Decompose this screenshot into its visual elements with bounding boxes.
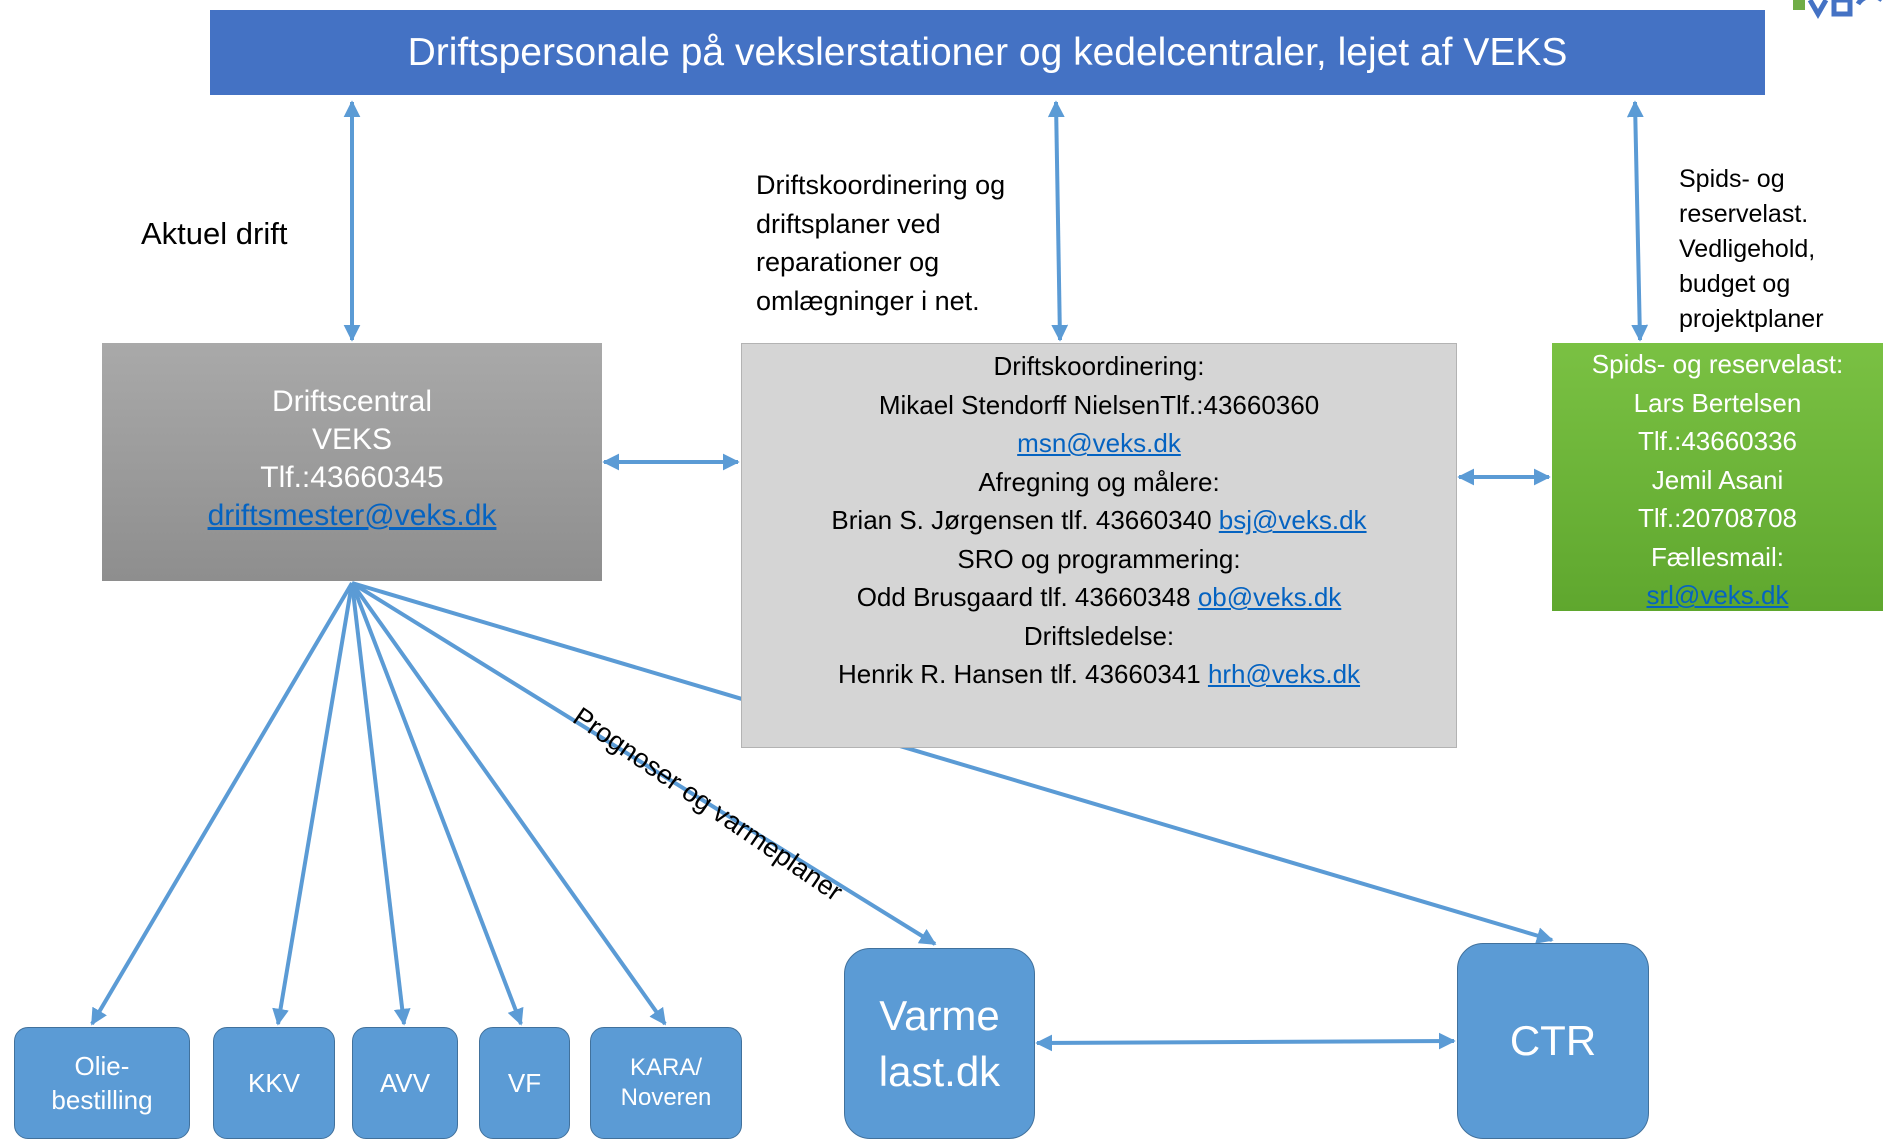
node-label: last.dk [878,1047,1001,1095]
node-label: Varme [879,991,1000,1039]
label-line: reparationer og [756,247,940,277]
spids-name: Lars Bertelsen [1633,387,1802,418]
node-label: KARA/ [629,1054,703,1081]
label-aktuel-drift: Aktuel drift [141,216,288,251]
spids-reservelast-box: Spids- og reservelast: Lars Bertelsen Tl… [1552,343,1883,611]
koord-person: Mikael Stendorff NielsenTlf.:43660360 [878,389,1320,420]
label-line: driftsplaner ved [756,208,941,239]
arrow-to-ctr [351,581,1554,944]
title-text: Driftspersonale på vekslerstationer og k… [407,30,1568,74]
arrow-to-kkv [272,582,354,1026]
spids-phone: Tlf.:43660336 [1637,426,1797,456]
arrow-banner-koordination [1047,100,1069,342]
spids-email-link[interactable]: srl@veks.dk [1646,580,1789,610]
node-label: VF [507,1067,542,1098]
koord-person: Odd Brusgaard tlf. 43660348 [856,582,1198,612]
koord-person: Brian S. Jørgensen tlf. 43660340 [831,505,1219,535]
arrow-to-kara [350,581,667,1026]
koord-heading: Driftskoordinering: [993,351,1205,381]
node-label: bestilling [51,1085,153,1115]
node-vf: VF [479,1027,570,1139]
title-banner: Driftspersonale på vekslerstationer og k… [210,10,1765,95]
arrow-banner-spids [1626,100,1649,342]
label-line: Spids- og [1679,165,1785,193]
arrow-to-olie [90,581,354,1026]
spids-phone: Tlf.:20708708 [1637,503,1797,533]
node-varmelast: Varme last.dk [844,948,1035,1139]
koord-email-link[interactable]: bsj@veks.dk [1218,505,1367,535]
node-label: AVV [379,1067,431,1098]
koord-email-link[interactable]: msn@veks.dk [1017,428,1181,458]
koord-heading: Afregning og målere: [978,466,1220,497]
arrow-to-vf [350,582,524,1026]
node-oliebestilling: Olie-bestilling [14,1027,190,1139]
arrow-to-varmelast [350,581,937,946]
spids-mail-label: Fællesmail: [1651,541,1784,572]
driftscentral-email-link[interactable]: driftsmester@veks.dk [207,499,497,532]
label-line: Driftskoordinering og [756,170,1006,200]
veks-logo-icon [1793,0,1882,20]
label-line: Vedligehold, [1679,235,1816,263]
label-line: reservelast. [1679,200,1809,228]
spids-name: Jemil Asani [1651,464,1784,495]
koord-heading: SRO og programmering: [957,543,1241,574]
label-driftskoordinering: Driftskoordinering og driftsplaner ved r… [756,166,1056,320]
node-kara-noveren: KARA/Noveren [590,1027,742,1139]
driftscentral-org: VEKS [311,423,393,456]
node-label: Noveren [620,1084,712,1111]
node-ctr: CTR [1457,943,1649,1139]
node-label: CTR [1509,1017,1597,1064]
label-line: projektplaner [1679,305,1824,333]
node-label: Olie- [74,1051,130,1081]
koord-heading: Driftsledelse: [1023,620,1175,651]
koord-email-link[interactable]: hrh@veks.dk [1207,659,1361,689]
label-line: omlægninger i net. [756,285,980,316]
driftscentral-box: Driftscentral VEKS Tlf.:43660345 driftsm… [102,343,602,581]
driftscentral-title: Driftscentral [271,385,433,418]
driftscentral-phone: Tlf.:43660345 [260,461,444,494]
spids-heading: Spids- og reservelast: [1591,349,1844,379]
node-label: KKV [247,1067,301,1098]
label-spids-reservelast: Spids- og reservelast. Vedligehold, budg… [1679,162,1879,337]
koord-person: Henrik R. Hansen tlf. 43660341 [837,659,1208,689]
koord-email-link[interactable]: ob@veks.dk [1197,582,1342,612]
label-line: budget og [1679,270,1791,298]
arrow-varmelast-ctr [1035,1032,1456,1052]
koordination-box: Driftskoordinering: Mikael Stendorff Nie… [741,343,1457,748]
arrow-to-avv [350,582,411,1026]
node-avv: AVV [352,1027,458,1139]
node-kkv: KKV [213,1027,335,1139]
